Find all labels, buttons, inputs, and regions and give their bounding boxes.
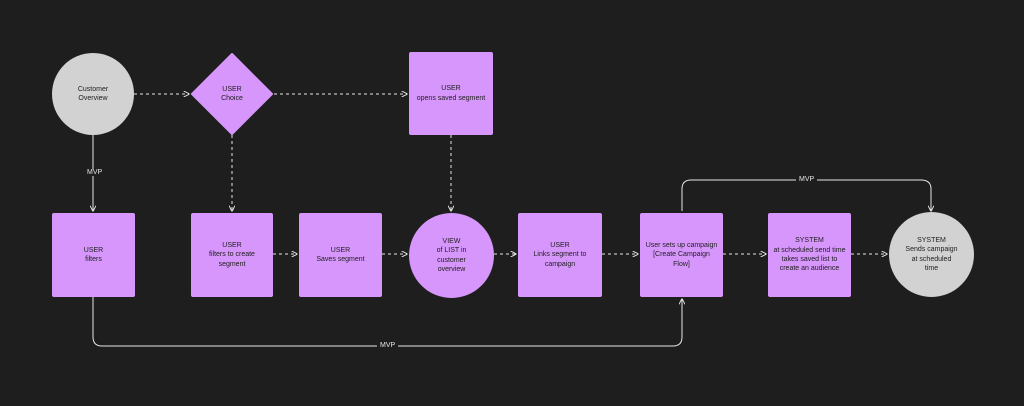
user-choice-text: USER Choice (190, 52, 274, 136)
node-label-line: VIEW (442, 237, 461, 245)
node-label-line: time (924, 264, 939, 272)
node-label-line: overview (437, 265, 466, 273)
node-label-line: User sets up campaign (645, 241, 718, 249)
node-label-line: filters (85, 256, 102, 263)
node-label: USER filters (84, 246, 103, 265)
node-label-line: create an audience (779, 265, 840, 273)
node-label-line: USER (441, 85, 461, 93)
mvp-label-bottom: MVP (377, 342, 399, 349)
edge-filters-to-setup-mvp (92, 297, 682, 347)
node-label: USER Saves segment (316, 246, 364, 265)
node-label-line: Saves segment (316, 256, 365, 263)
user-filters-node[interactable]: USER filters (52, 213, 135, 297)
node-label-line: USER (550, 241, 570, 249)
node-label-line: Flow] (673, 260, 690, 268)
node-label-line: at scheduled send time (773, 246, 846, 254)
node-label-line: USER (222, 85, 242, 93)
node-label-line: segment (218, 260, 246, 268)
node-label-line: Sends campaign (905, 246, 958, 254)
node-label-line: Overview (78, 95, 108, 102)
node-label-line: opens saved segment (416, 94, 486, 102)
edge-setup-to-sends-mvp (681, 179, 931, 211)
node-label-line: Customer (77, 85, 109, 93)
node-label-line: USER (83, 246, 104, 254)
mvp-label-top: MVP (796, 176, 818, 183)
node-label-line: SYSTEM (917, 236, 946, 244)
node-label: USER Choice (221, 85, 243, 104)
node-label-line: campaign (544, 260, 576, 268)
mvp-label-left: MVP (84, 169, 106, 176)
node-label-line: USER (330, 246, 351, 254)
node-label-line: Choice (221, 95, 243, 102)
saves-segment-node[interactable]: USER Saves segment (299, 213, 382, 297)
node-label-line: at scheduled (911, 255, 952, 263)
node-label-line: USER (222, 241, 242, 249)
node-label-line: of LIST in (436, 247, 467, 255)
node-label-line: SYSTEM (795, 237, 824, 245)
user-choice-node[interactable]: USER Choice (190, 52, 274, 136)
node-label-line: [Create Campaign (653, 251, 710, 259)
node-label-line: takes saved list to (781, 256, 838, 263)
diamond-shape (191, 53, 273, 135)
node-label-line: filters to create (209, 251, 255, 259)
node-label-line: Links segment to (533, 251, 587, 259)
node-label-line: customer (437, 256, 466, 264)
